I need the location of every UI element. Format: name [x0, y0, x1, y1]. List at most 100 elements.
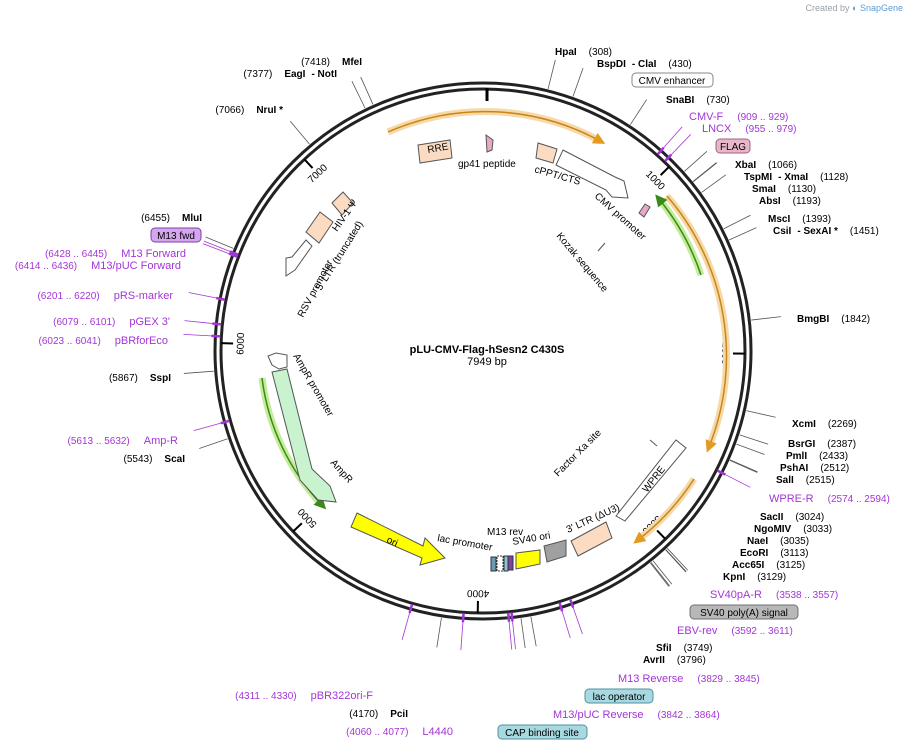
primer-leader-9: [193, 422, 223, 431]
site-leader-24: [199, 438, 228, 449]
snapgene-logo-icon: ◐: [852, 3, 858, 13]
site-label-sali: SalI(2515): [776, 475, 835, 486]
svg-text:BsrGI(2387): BsrGI(2387): [788, 439, 856, 450]
primer-label-m13-puc-forward: (6414 .. 6436)M13/pUC Forward: [15, 260, 181, 272]
primer-leader-5: [511, 619, 516, 650]
feature-label-ampr: AmpR: [328, 458, 355, 486]
primer-leader-7: [460, 620, 464, 651]
feature-label-lac-promoter: lac promoter: [436, 533, 493, 554]
site-leader-29: [360, 76, 374, 105]
site-leader-27: [289, 120, 310, 145]
svg-text:PmlI(2433): PmlI(2433): [786, 451, 848, 462]
primer-mark-14: [229, 250, 239, 256]
svg-text:SfiI(3749): SfiI(3749): [656, 643, 712, 654]
primer-leader-14: [203, 240, 232, 253]
primer-mark-4: [558, 602, 564, 612]
feature-label-rsv: RSV promoter: [296, 258, 336, 320]
svg-text:(5867)SspI: (5867)SspI: [109, 373, 171, 384]
site-label-ecori: EcoRI(3113): [740, 548, 809, 559]
cmv-promoter-feature: [555, 149, 629, 199]
m13-rev-feature: [507, 555, 514, 571]
primer-leader-0: [662, 126, 683, 150]
primer-leader-1: [669, 134, 691, 157]
site-leader-6: [701, 174, 727, 193]
site-label-xbai: XbaI(1066): [735, 160, 797, 171]
feature-label-gp41: gp41 peptide: [458, 159, 516, 170]
primer-leader-6: [508, 619, 513, 650]
svg-text:MscI(1393): MscI(1393): [768, 214, 831, 225]
bp-tick-label-6000: 6000: [235, 332, 247, 355]
site-label-sfii: SfiI(3749): [656, 643, 712, 654]
sv40-polya-label: SV40 poly(A) signal: [689, 604, 799, 620]
site-leader-21: [530, 616, 537, 647]
svg-text:SmaI(1130): SmaI(1130): [752, 184, 816, 195]
primer-mark-11: [212, 322, 222, 326]
site-leader-4: [692, 162, 717, 182]
svg-text:CMV enhancer: CMV enhancer: [639, 76, 706, 87]
site-label-eagi: (7377)EagI- NotI: [243, 69, 337, 80]
primer-mark-7: [461, 613, 465, 623]
svg-text:XcmI(2269): XcmI(2269): [792, 419, 857, 430]
primer-mark-8: [408, 603, 414, 614]
bp-tick-7000: [303, 158, 314, 169]
primer-mark-2: [716, 469, 726, 476]
primer-leader-3: [572, 605, 583, 635]
site-leader-10: [746, 410, 776, 418]
ampr-feature: [271, 368, 337, 503]
site-leader-12: [736, 443, 765, 455]
site-leader-3: [684, 151, 708, 172]
primer-mark-13: [228, 252, 238, 259]
backbone-inner-ring: [219, 87, 747, 615]
site-label-csii: CsiI- SexAI *(1451): [773, 226, 879, 237]
site-leader-16: [665, 549, 687, 572]
site-label-kpni: KpnI(3129): [723, 572, 786, 583]
site-leader-5: [693, 162, 717, 183]
site-label-sspi: (5867)SspI: [109, 373, 171, 384]
site-leader-1: [572, 68, 584, 97]
svg-text:SV40 poly(A) signal: SV40 poly(A) signal: [700, 608, 788, 619]
svg-text:FLAG: FLAG: [720, 142, 746, 153]
kozak-line: [597, 242, 606, 252]
svg-text:M13/pUC Reverse(3842 .. 3864): M13/pUC Reverse(3842 .. 3864): [553, 709, 720, 721]
primer-label-m13-puc-reverse: M13/pUC Reverse(3842 .. 3864): [553, 709, 720, 721]
lac-operator-label: lac operator: [584, 688, 654, 704]
primer-label-pbrforeco: (6023 .. 6041)pBRforEco: [39, 335, 168, 347]
site-leader-13: [729, 459, 758, 473]
primer-label-m13-forward: (6428 .. 6445)M13 Forward: [45, 248, 186, 260]
site-leader-2: [629, 99, 647, 125]
hiv-psi-feature: [331, 191, 354, 216]
feature-label-kozak: Kozak sequence: [554, 231, 610, 295]
primer-mark-9: [220, 419, 230, 425]
cap-binding-label: CAP binding site: [497, 724, 588, 740]
svg-text:KpnI(3129): KpnI(3129): [723, 572, 786, 583]
site-label-bspdi: BspDI- ClaI(430): [597, 59, 692, 70]
svg-text:Acc65I(3125): Acc65I(3125): [732, 560, 805, 571]
site-label-bmgbi: BmgBI(1842): [797, 314, 870, 325]
orf-right-arc-line: [666, 195, 728, 453]
svg-text:(4311 .. 4330)pBR322ori-F: (4311 .. 4330)pBR322ori-F: [235, 690, 373, 702]
svg-text:EcoRI(3113): EcoRI(3113): [740, 548, 809, 559]
svg-text:BmgBI(1842): BmgBI(1842): [797, 314, 870, 325]
gp41-feature: [485, 133, 494, 153]
site-label-pcii: (4170)PciI: [349, 709, 408, 720]
svg-text:CAP binding site: CAP binding site: [505, 728, 579, 739]
label-leaders: [183, 59, 782, 651]
svg-text:(4170)PciI: (4170)PciI: [349, 709, 408, 720]
feature-label-m13-rev: M13 rev: [487, 527, 523, 538]
svg-text:SacII(3024): SacII(3024): [760, 512, 824, 523]
site-leader-20: [649, 562, 670, 587]
svg-text:PshAI(2512): PshAI(2512): [780, 463, 849, 474]
sv40-polya-feature: [515, 549, 541, 570]
primer-leader-2: [723, 473, 751, 488]
bp-tick-1000: [659, 165, 670, 176]
primer-label-lncx: LNCX(955 .. 979): [702, 123, 797, 135]
primer-label-wpre-r: WPRE-R(2574 .. 2594): [769, 493, 890, 505]
svg-text:HpaI(308): HpaI(308): [555, 47, 612, 58]
svg-text:AbsI(1193): AbsI(1193): [759, 196, 821, 207]
bp-tick-5000: [292, 522, 303, 533]
site-leader-18: [652, 560, 673, 585]
primer-mark-5: [510, 612, 514, 622]
kozak-feature: [638, 203, 651, 218]
site-label-ngomiv: NgoMIV(3033): [754, 524, 832, 535]
